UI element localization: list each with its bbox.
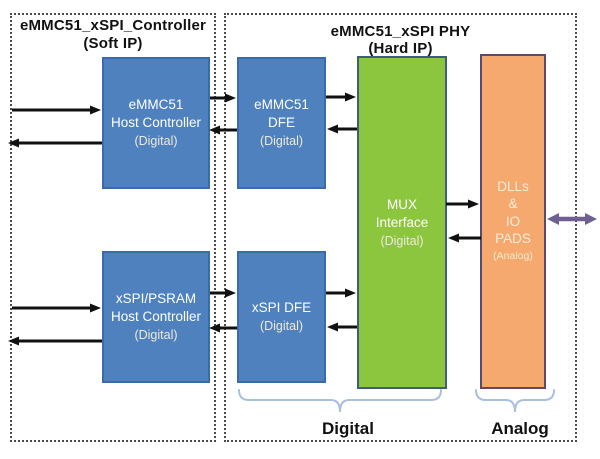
- dlls-line1: DLLs: [497, 178, 529, 194]
- xspi-dfe-line1: xSPI DFE: [251, 300, 312, 315]
- emmc51-dfe-line1: eMMC51: [254, 97, 309, 112]
- mux-line1: MUX: [387, 196, 417, 212]
- digital-zone-label: Digital: [322, 419, 374, 438]
- soft-ip-title-line2: (Soft IP): [83, 35, 143, 52]
- dlls-line3: IO: [505, 213, 521, 229]
- dlls-line2: &: [508, 196, 518, 212]
- xspi-host-line3: (Digital): [134, 328, 178, 342]
- dlls-io-pads-block: DLLs & IO PADS (Analog): [480, 54, 546, 389]
- xspi-dfe-block: xSPI DFE (Digital): [237, 251, 326, 383]
- mux-interface-block: MUX Interface (Digital): [357, 56, 447, 389]
- hard-ip-title: eMMC51_xSPI PHY (Hard IP): [224, 23, 577, 57]
- hard-ip-title-line1: eMMC51_xSPI PHY: [330, 23, 471, 40]
- xspi-host-line2: Host Controller: [110, 309, 202, 324]
- soft-ip-title: eMMC51_xSPI_Controller (Soft IP): [10, 17, 216, 53]
- xspi-dfe-line2: (Digital): [259, 319, 304, 333]
- soft-ip-title-line1: eMMC51_xSPI_Controller: [19, 17, 207, 34]
- soft-ip-container: [10, 13, 216, 442]
- mux-line3: (Digital): [380, 233, 424, 248]
- mux-line2: Interface: [375, 214, 429, 230]
- emmc51-host-line1: eMMC51: [128, 97, 184, 112]
- emmc51-host-line2: Host Controller: [110, 115, 202, 130]
- emmc51-dfe-line2: DFE: [268, 115, 295, 130]
- hard-ip-container: [224, 13, 577, 442]
- xspi-psram-host-controller-block: xSPI/PSRAM Host Controller (Digital): [102, 251, 210, 383]
- emmc51-host-line3: (Digital): [134, 134, 178, 148]
- analog-zone-label: Analog: [491, 419, 549, 438]
- hard-ip-title-line2: (Hard IP): [368, 40, 433, 57]
- emmc51-dfe-block: eMMC51 DFE (Digital): [237, 57, 326, 189]
- xspi-host-line1: xSPI/PSRAM: [115, 291, 197, 306]
- dlls-line4: PADS: [495, 231, 531, 247]
- emmc51-host-controller-block: eMMC51 Host Controller (Digital): [102, 57, 210, 189]
- emmc51-dfe-line3: (Digital): [259, 134, 304, 148]
- dlls-line5: (Analog): [493, 249, 533, 262]
